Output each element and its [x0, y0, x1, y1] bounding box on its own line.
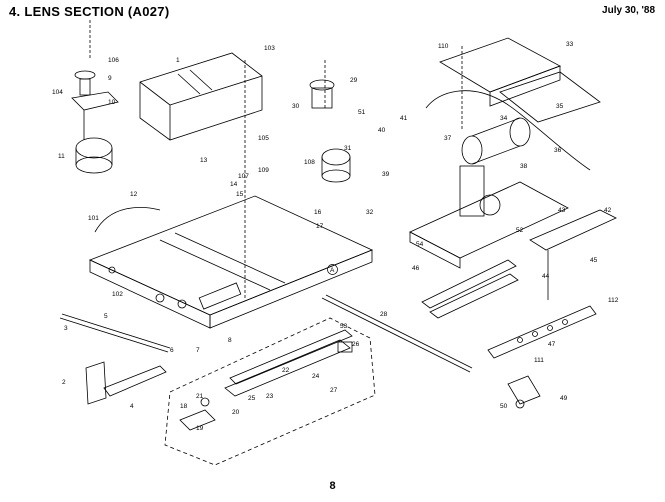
callout-label-111: 111	[534, 357, 544, 364]
carriage-dashed-box	[164, 317, 376, 466]
callout-label-36: 36	[554, 147, 562, 154]
callout-label-53: 53	[340, 323, 348, 330]
callout-label-3: 3	[64, 325, 68, 332]
callout-label-34: 34	[500, 115, 508, 122]
callout-label-25: 25	[248, 395, 256, 402]
motor-assembly-left	[71, 70, 119, 174]
callout-label-40: 40	[378, 127, 386, 134]
callout-label-14: 14	[230, 181, 238, 188]
callout-label-9: 9	[108, 75, 112, 82]
callout-label-7: 7	[196, 347, 200, 354]
lens-board	[409, 165, 569, 269]
callout-label-24: 24	[312, 373, 320, 380]
callout-label-29: 29	[350, 77, 358, 84]
main-chassis-plate	[88, 195, 374, 329]
callout-label-108: 108	[304, 159, 315, 166]
callout-label-41: 41	[400, 115, 408, 122]
callout-label-6: 6	[170, 347, 174, 354]
callout-label-32: 32	[366, 209, 374, 216]
callout-label-17: 17	[316, 223, 324, 230]
callout-label-31: 31	[344, 145, 352, 152]
callout-label-28: 28	[380, 311, 388, 318]
callout-label-106: 106	[108, 57, 119, 64]
callout-label-39: 39	[382, 171, 390, 178]
callout-label-11: 11	[58, 153, 65, 160]
callout-label-16: 16	[314, 209, 322, 216]
callout-label-47: 47	[548, 341, 556, 348]
callout-label-38: 38	[520, 163, 528, 170]
cable-101	[94, 207, 161, 233]
callout-label-21: 21	[196, 393, 204, 400]
callout-label-51: 51	[358, 109, 366, 116]
rod-3	[59, 313, 171, 353]
callout-label-12: 12	[130, 191, 138, 198]
callout-label-103: 103	[264, 45, 275, 52]
callout-label-35: 35	[556, 103, 564, 110]
callout-label-1: 1	[176, 57, 180, 64]
callout-label-109: 109	[258, 167, 269, 174]
callout-label-112: 112	[608, 297, 619, 304]
callout-label-54: 54	[416, 241, 424, 248]
section-title: 4. LENS SECTION (A027)	[9, 4, 170, 19]
callout-label-50: 50	[500, 403, 508, 410]
callout-label-101: 101	[88, 215, 99, 222]
callout-label-10: 10	[108, 99, 116, 106]
callout-label-30: 30	[292, 103, 300, 110]
callout-label-105: 105	[258, 135, 269, 142]
page-number: 8	[329, 480, 336, 492]
bracket-44	[529, 209, 617, 300]
callout-label-26: 26	[352, 341, 360, 348]
top-cover-part	[139, 52, 263, 141]
callout-label-44: 44	[542, 273, 550, 280]
callout-label-20: 20	[232, 409, 240, 416]
guide-rod	[321, 294, 473, 373]
callout-label-110: 110	[438, 43, 449, 50]
callout-label-46: 46	[412, 265, 420, 272]
bracket-2	[85, 361, 167, 405]
cable-39	[425, 90, 591, 171]
callout-label-4: 4	[130, 403, 134, 410]
callout-label-13: 13	[200, 157, 208, 164]
callout-label-8: 8	[228, 337, 232, 344]
callout-label-22: 22	[282, 367, 290, 374]
lens-tube	[461, 117, 531, 165]
callout-label-27: 27	[330, 387, 338, 394]
callout-label-18: 18	[180, 403, 188, 410]
callout-label-52: 52	[516, 227, 524, 234]
callout-label-15: 15	[236, 191, 244, 198]
reference-circle	[327, 264, 338, 275]
revision-date: July 30, '88	[602, 5, 655, 16]
callout-label-33: 33	[566, 41, 574, 48]
callout-label-104: 104	[52, 89, 63, 96]
plate-47	[487, 305, 597, 359]
callout-label-45: 45	[590, 257, 598, 264]
callout-label-23: 23	[266, 393, 274, 400]
motor-assembly-center	[309, 79, 351, 183]
callout-label-a: A	[330, 267, 335, 274]
callout-label-42: 42	[604, 207, 612, 214]
callout-label-19: 19	[196, 425, 204, 432]
callout-label-107: 107	[238, 173, 249, 180]
callout-label-37: 37	[444, 135, 452, 142]
part-49	[507, 375, 541, 409]
callout-label-43: 43	[558, 207, 566, 214]
callout-label-2: 2	[62, 379, 66, 386]
upper-right-cover	[439, 37, 601, 123]
callout-label-102: 102	[112, 291, 123, 298]
callout-label-5: 5	[104, 313, 108, 320]
plate-46	[421, 259, 519, 319]
callout-label-49: 49	[560, 395, 568, 402]
